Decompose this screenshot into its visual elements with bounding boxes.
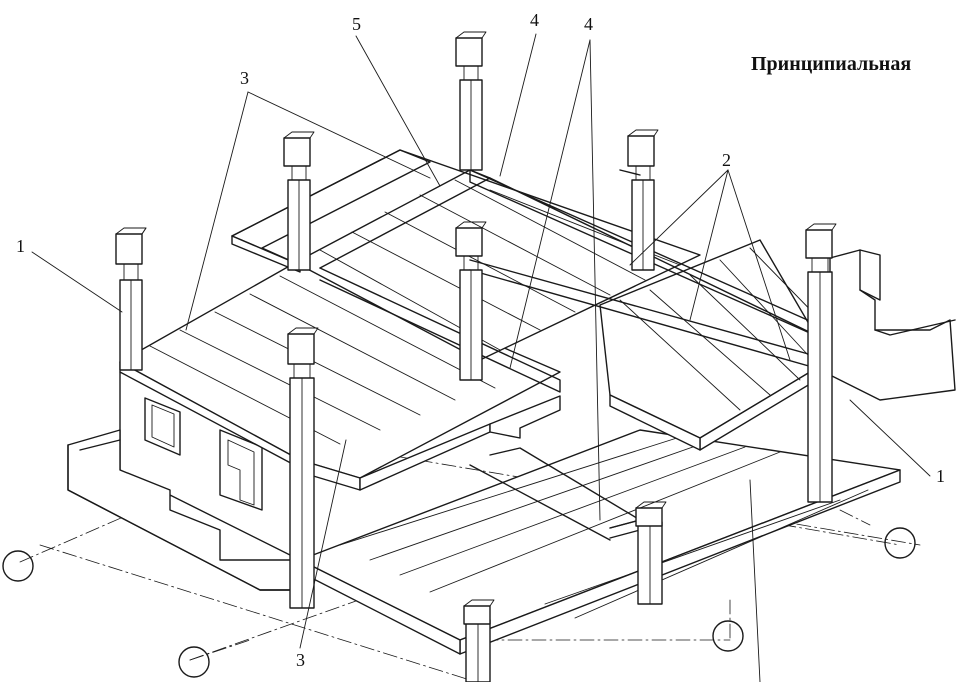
columns xyxy=(115,31,837,682)
column xyxy=(463,599,495,682)
column xyxy=(627,129,659,271)
column xyxy=(455,221,487,381)
column xyxy=(805,223,837,503)
axis-marker-circle xyxy=(712,620,744,652)
callout-4-a: 4 xyxy=(530,10,539,30)
callout-3-bottom: 3 xyxy=(296,650,305,670)
callout-5: 5 xyxy=(352,14,361,34)
column xyxy=(287,327,319,609)
right-wall-fragment xyxy=(829,249,956,401)
callout-1-right: 1 xyxy=(936,466,945,486)
axis-marker-circle xyxy=(2,550,34,582)
axis-markers xyxy=(2,527,916,678)
column xyxy=(283,131,315,271)
callout-4-b: 4 xyxy=(584,14,593,34)
callout-3-top: 3 xyxy=(240,68,249,88)
leader-lines xyxy=(31,33,931,682)
drawing-title: Принципиальная xyxy=(751,53,911,75)
column xyxy=(115,227,147,371)
callouts: 1 1 2 3 3 4 4 5 xyxy=(16,10,945,670)
column xyxy=(635,501,667,605)
column xyxy=(455,31,487,171)
axis-marker-circle xyxy=(178,646,210,678)
axis-marker-circle xyxy=(884,527,916,559)
callout-1-left: 1 xyxy=(16,236,25,256)
callout-2: 2 xyxy=(722,150,731,170)
